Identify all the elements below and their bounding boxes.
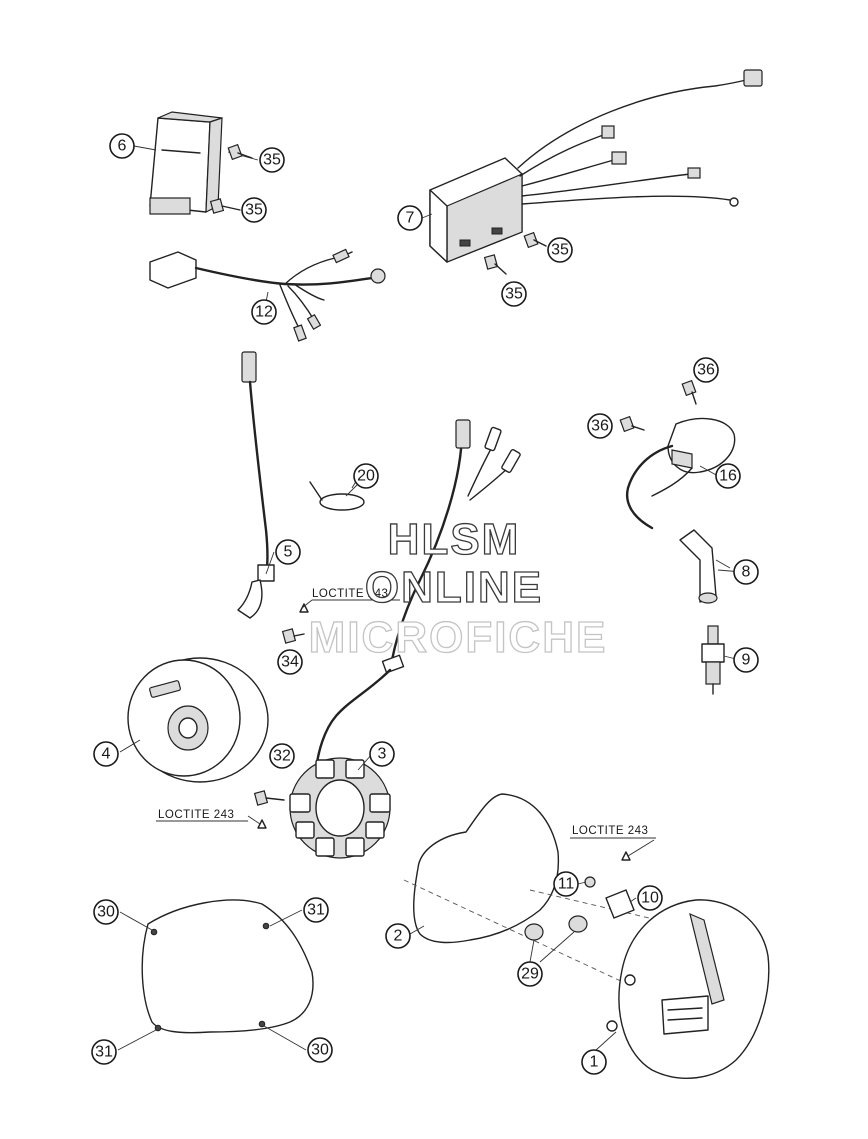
callout-31-b: 31: [91, 1039, 117, 1065]
ignition-coil-part: [625, 417, 736, 530]
callout-12: 12: [251, 299, 277, 325]
callout-1: 1: [581, 1049, 607, 1075]
watermark-line-3: MICROFICHE: [309, 613, 608, 662]
ignition-cover-part: [606, 899, 770, 1079]
svg-text:30: 30: [97, 904, 115, 921]
callout-4: 4: [93, 741, 119, 767]
svg-text:9: 9: [742, 652, 751, 669]
stator-part: [289, 419, 521, 859]
svg-text:31: 31: [95, 1044, 113, 1061]
callout-34: 34: [277, 649, 303, 675]
svg-text:35: 35: [551, 242, 569, 259]
svg-text:31: 31: [307, 902, 325, 919]
leader-lines: [117, 145, 743, 1051]
svg-text:1: 1: [590, 1054, 599, 1071]
callout-35-b: 35: [241, 197, 267, 223]
svg-text:2: 2: [394, 928, 403, 945]
svg-text:30: 30: [311, 1042, 329, 1059]
screw-34: [281, 603, 309, 644]
screw-32: [253, 790, 285, 829]
screw-36-left: [619, 415, 645, 433]
callout-36-b: 36: [587, 413, 613, 439]
callout-20: 20: [353, 463, 379, 489]
callout-30-a: 30: [93, 899, 119, 925]
loctite-note-upper: LOCTITE 243: [312, 588, 388, 600]
dowel-sleeve-right: [568, 915, 588, 933]
sensor-cable-part: [237, 351, 275, 619]
svg-text:3: 3: [378, 746, 387, 763]
svg-text:29: 29: [521, 966, 539, 983]
svg-text:8: 8: [742, 564, 751, 581]
screw-11: [584, 851, 631, 888]
callout-11: 11: [553, 871, 579, 897]
svg-text:7: 7: [406, 210, 415, 227]
watermark-line-1: HLSM: [388, 515, 521, 564]
watermark: HLSM ONLINE MICROFICHE: [308, 514, 608, 662]
svg-text:35: 35: [505, 286, 523, 303]
callout-35-c: 35: [547, 237, 573, 263]
callout-5: 5: [275, 539, 301, 565]
svg-text:6: 6: [118, 138, 127, 155]
cdi-unit-part: [149, 111, 223, 215]
callout-9: 9: [733, 647, 759, 673]
svg-text:36: 36: [697, 362, 715, 379]
cable-tie-part: [309, 477, 365, 511]
callout-10: 10: [637, 885, 663, 911]
callout-36-a: 36: [693, 357, 719, 383]
callout-2: 2: [385, 923, 411, 949]
svg-text:5: 5: [284, 544, 293, 561]
dowel-sleeve-left: [524, 923, 544, 941]
watermark-line-2: ONLINE: [365, 563, 543, 612]
svg-text:16: 16: [719, 468, 737, 485]
svg-text:11: 11: [558, 876, 575, 893]
callout-16: 16: [715, 463, 741, 489]
svg-text:34: 34: [281, 654, 299, 671]
screw-35-unit-bottom: [483, 254, 507, 275]
loctite-note-right: LOCTITE 243: [572, 825, 648, 837]
svg-text:36: 36: [591, 418, 609, 435]
callout-32: 32: [269, 743, 295, 769]
control-unit-part: [429, 69, 763, 263]
flywheel-part: [127, 657, 269, 783]
svg-text:12: 12: [255, 304, 273, 321]
callout-6: 6: [109, 133, 135, 159]
bracket-part: [605, 889, 635, 919]
callout-30-b: 30: [307, 1037, 333, 1063]
svg-text:32: 32: [273, 748, 291, 765]
wiring-harness-part: [149, 248, 386, 342]
callout-29: 29: [517, 961, 543, 987]
callout-31-a: 31: [303, 897, 329, 923]
callout-35-d: 35: [501, 281, 527, 307]
svg-text:4: 4: [102, 746, 111, 763]
spark-plug-cap-part: [679, 529, 731, 604]
outer-gasket-part: [141, 899, 314, 1034]
callout-8: 8: [733, 559, 759, 585]
callout-35-a: 35: [259, 147, 285, 173]
loctite-note-lower: LOCTITE 243: [158, 809, 234, 821]
screw-35-unit-right: [523, 231, 547, 249]
screw-35-lower-left: [209, 198, 241, 214]
svg-text:10: 10: [641, 890, 659, 907]
svg-text:20: 20: [357, 468, 375, 485]
svg-text:35: 35: [263, 152, 281, 169]
callout-3: 3: [369, 741, 395, 767]
screw-36-top: [681, 379, 697, 405]
spark-plug-part: [701, 625, 725, 695]
svg-text:35: 35: [245, 202, 263, 219]
screw-35-upper-left: [227, 143, 259, 161]
callout-7: 7: [397, 205, 423, 231]
